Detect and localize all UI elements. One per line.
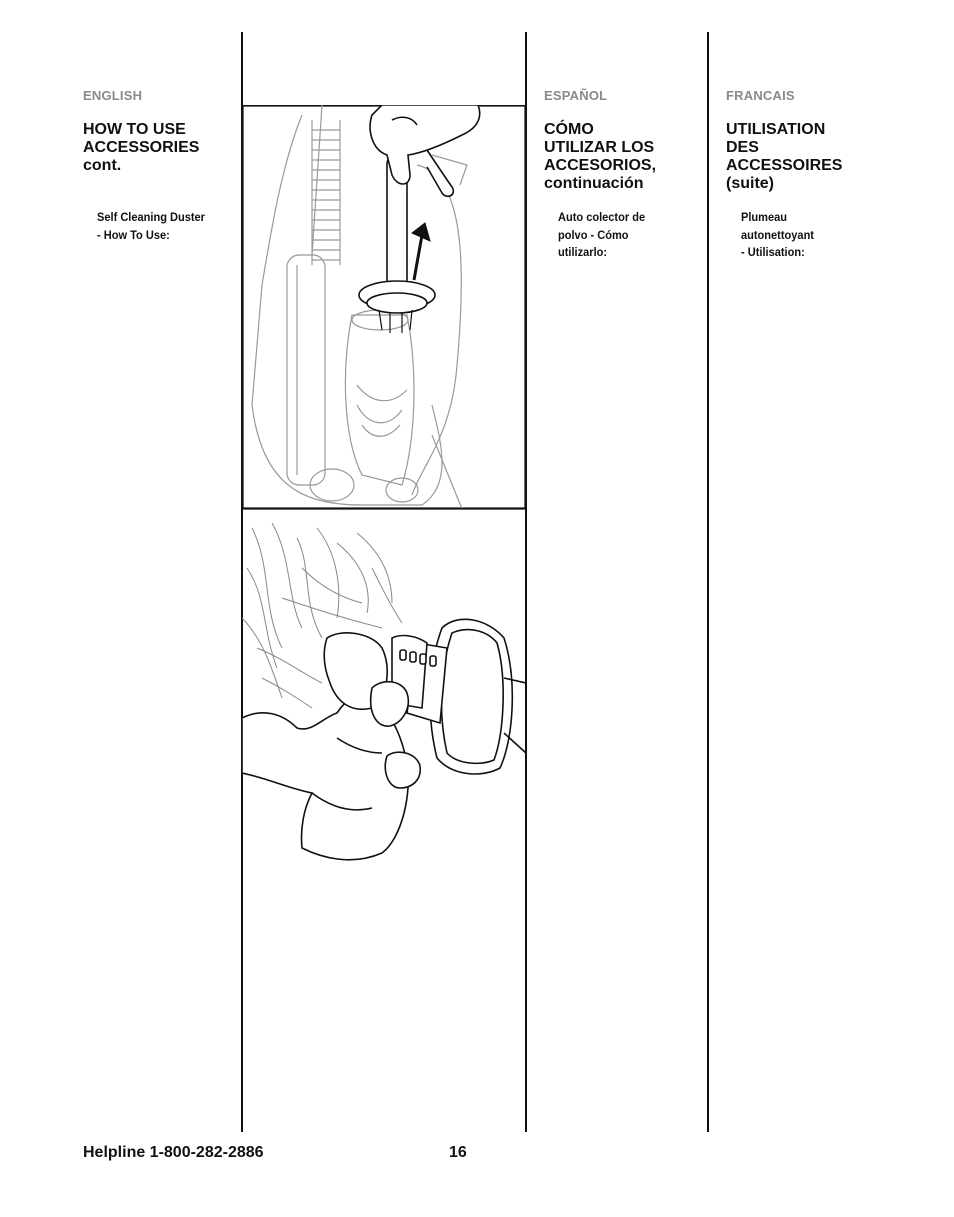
subheading-french: Plumeau autonettoyant - Utilisation: (741, 209, 814, 262)
heading-line: UTILIZAR LOS (544, 139, 655, 156)
column-divider-3 (707, 32, 709, 1132)
subheading-line: utilizarlo: (558, 245, 608, 259)
page-number: 16 (449, 1144, 467, 1161)
illustration-clean-duster (242, 508, 526, 868)
heading-line: ACCESORIOS, (544, 157, 657, 174)
illustration-clean-duster-drawing (242, 508, 526, 861)
subheading-line: autonettoyant (741, 227, 814, 242)
heading-line: ACCESSORIES (83, 139, 200, 156)
subheading-line: - How To Use: (97, 227, 170, 242)
language-label-english: ENGLISH (83, 88, 143, 103)
heading-line: DES (726, 139, 759, 156)
language-label-french: FRANCAIS (726, 88, 795, 103)
section-heading-spanish: CÓMO UTILIZAR LOS ACCESORIOS, continuaci… (544, 121, 656, 193)
heading-line: CÓMO (544, 121, 594, 138)
subheading-english: Self Cleaning Duster - How To Use: (97, 209, 205, 244)
helpline-text: Helpline 1-800-282-2886 (83, 1144, 264, 1161)
heading-line: (suite) (726, 175, 774, 192)
illustration-remove-duster-drawing (242, 105, 526, 509)
heading-line: cont. (83, 157, 122, 174)
heading-line: HOW TO USE (83, 121, 186, 138)
subheading-line: polvo - Cómo (558, 227, 629, 242)
subheading-line: Auto colector de (558, 210, 646, 224)
column-divider-1 (241, 32, 243, 1132)
section-heading-english: HOW TO USE ACCESSORIES cont. (83, 121, 199, 175)
illustration-remove-duster (242, 105, 526, 509)
subheading-line: Self Cleaning Duster (97, 210, 205, 224)
subheading-line: Plumeau (741, 210, 788, 224)
column-divider-2 (525, 32, 527, 1132)
subheading-line: - Utilisation: (741, 245, 805, 259)
heading-line: UTILISATION (726, 121, 826, 138)
section-heading-french: UTILISATION DES ACCESSOIRES (suite) (726, 121, 842, 193)
heading-line: continuación (544, 175, 644, 192)
language-label-spanish: ESPAÑOL (544, 88, 608, 103)
heading-line: ACCESSOIRES (726, 157, 843, 174)
subheading-spanish: Auto colector de polvo - Cómo utilizarlo… (558, 209, 645, 262)
